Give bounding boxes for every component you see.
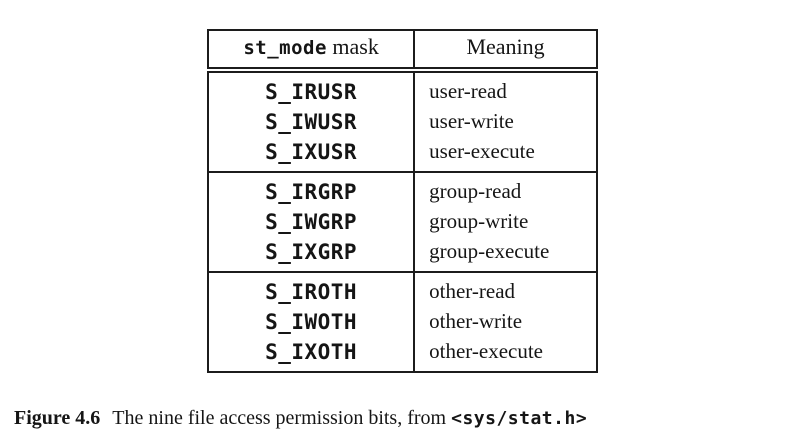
caption-text: The nine file access permission bits, fr… xyxy=(112,407,452,429)
table-row: S_IXOTH other-execute xyxy=(208,338,597,372)
table-row: S_IRGRP group-read xyxy=(208,172,597,205)
other-permission-group: S_IROTH other-read S_IWOTH other-write S… xyxy=(208,272,597,372)
mask-cell: S_IROTH xyxy=(208,272,416,305)
mask-cell: S_IWGRP xyxy=(208,205,416,238)
meaning-cell: group-execute xyxy=(429,239,550,263)
mask-cell: S_IWOTH xyxy=(208,305,416,338)
meaning-cell: group-read xyxy=(429,179,522,203)
permission-bits-table: st_mode mask Meaning S_IRUSR user-read S… xyxy=(207,29,598,373)
meaning-cell: other-read xyxy=(429,279,516,303)
table-header: st_mode mask Meaning xyxy=(208,30,597,73)
table-row: S_IWOTH other-write xyxy=(208,305,597,338)
header-mask-code: st_mode xyxy=(243,37,327,59)
column-header-st-mode-mask: st_mode mask xyxy=(208,30,416,73)
table-row: S_IWUSR user-write xyxy=(208,105,597,138)
mask-cell: S_IWUSR xyxy=(208,105,416,138)
meaning-cell: user-read xyxy=(429,79,507,103)
mask-cell: S_IRUSR xyxy=(208,70,416,105)
meaning-cell: other-write xyxy=(429,309,523,333)
meaning-cell: other-execute xyxy=(429,339,543,363)
figure-caption: Figure 4.6 The nine file access permissio… xyxy=(14,407,587,430)
column-header-meaning: Meaning xyxy=(414,30,597,73)
user-permission-group: S_IRUSR user-read S_IWUSR user-write S_I… xyxy=(208,70,597,172)
table-row: S_IRUSR user-read xyxy=(208,70,597,105)
header-file-reference: <sys/stat.h> xyxy=(451,408,588,429)
meaning-cell: user-write xyxy=(429,109,514,133)
mask-cell: S_IXGRP xyxy=(208,238,416,272)
table-row: S_IXUSR user-execute xyxy=(208,138,597,172)
header-row: st_mode mask Meaning xyxy=(208,30,597,73)
table-row: S_IXGRP group-execute xyxy=(208,238,597,272)
mask-cell: S_IXOTH xyxy=(208,338,416,372)
figure-number-label: Figure 4.6 xyxy=(14,407,101,429)
table-row: S_IROTH other-read xyxy=(208,272,597,305)
header-mask-suffix: mask xyxy=(326,34,379,59)
table-row: S_IWGRP group-write xyxy=(208,205,597,238)
meaning-cell: group-write xyxy=(429,209,529,233)
group-permission-group: S_IRGRP group-read S_IWGRP group-write S… xyxy=(208,172,597,272)
meaning-cell: user-execute xyxy=(429,139,535,163)
mask-cell: S_IXUSR xyxy=(208,138,416,172)
mask-cell: S_IRGRP xyxy=(208,172,416,205)
